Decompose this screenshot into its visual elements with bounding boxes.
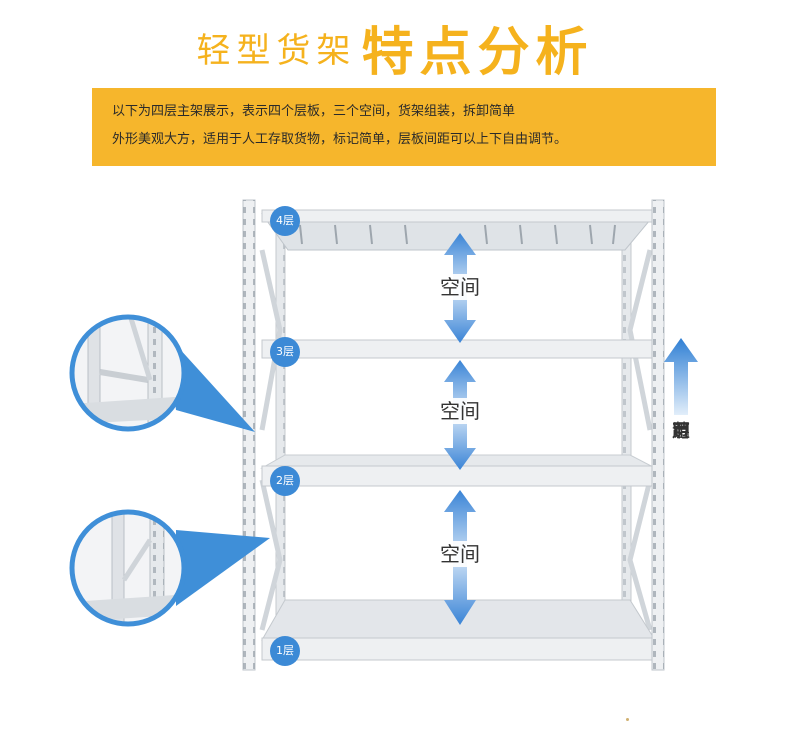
zoom-callout-lower <box>69 509 270 627</box>
front-upright-right <box>651 199 665 671</box>
space-label-1: 空间 <box>430 274 490 300</box>
title-bold: 特点分析 <box>361 23 594 83</box>
description-banner: 以下为四层主架展示，表示四个层板，三个空间，货架组装，拆卸简单 外形美观大方，适… <box>92 88 716 166</box>
level-badge-2: 2层 <box>270 466 300 496</box>
adjust-up-arrow <box>664 338 698 415</box>
shelf-level-3 <box>261 339 656 359</box>
decorative-dot <box>626 718 629 721</box>
adjust-char-2: 距 <box>672 421 690 442</box>
shelf-level-2 <box>260 454 656 487</box>
page-title: 轻型货架 特点分析 <box>0 10 790 85</box>
front-upright-left <box>242 199 256 671</box>
zoom-callout-upper <box>69 314 255 432</box>
adjust-char-1: 层 <box>672 421 690 442</box>
level-badge-4: 4层 <box>270 206 300 236</box>
space-label-3: 空间 <box>430 541 490 567</box>
description-line-1: 以下为四层主架展示，表示四个层板，三个空间，货架组装，拆卸简单 <box>112 104 516 119</box>
level-badge-3: 3层 <box>270 337 300 367</box>
shelf-level-4 <box>261 209 657 251</box>
adjust-char-4: 调 <box>672 421 690 442</box>
level-badge-1: 1层 <box>270 636 300 666</box>
space-label-2: 空间 <box>430 398 490 424</box>
description-line-2: 外形美观大方，适用于人工存取货物，标记简单，层板间距可以上下自由调节。 <box>112 132 568 147</box>
adjust-char-5: 节 <box>672 421 690 442</box>
side-braces <box>259 249 653 631</box>
adjust-char-3: 可 <box>672 421 690 442</box>
title-light: 轻型货架 <box>196 31 357 71</box>
